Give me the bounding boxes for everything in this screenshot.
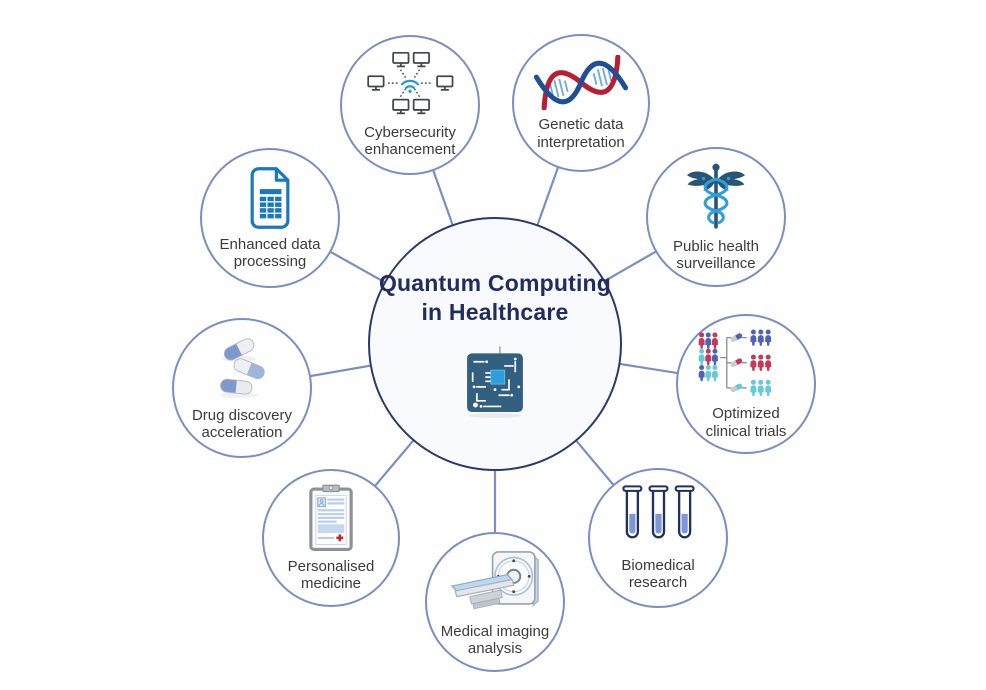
node-label: Optimized clinical trials [705, 405, 787, 440]
node-personalised-medicine: Personalised medicine [262, 469, 400, 607]
test-tubes-icon [621, 484, 695, 538]
spreadsheet-document-icon [250, 166, 290, 229]
node-biomedical-research: Biomedical research [588, 468, 728, 608]
node-enhanced-data-processing: Enhanced data processing [200, 148, 340, 288]
trial-groups-icon [698, 329, 772, 397]
ct-scanner-icon [450, 550, 539, 610]
node-cybersecurity-enhancement: Cybersecurity enhancement [340, 35, 480, 175]
computer-network-icon [367, 51, 454, 114]
node-label: Enhanced data processing [219, 235, 321, 270]
caduceus-icon [686, 163, 746, 229]
hub-node: Quantum Computing in Healthcare [368, 217, 622, 471]
node-public-health-surveillance: Public health surveillance [646, 147, 786, 287]
quantum-chip-icon [467, 346, 523, 419]
hub-title: Quantum Computing in Healthcare [378, 269, 612, 325]
node-label: Genetic data interpretation [537, 116, 625, 151]
medical-clipboard-icon [309, 484, 353, 551]
node-optimized-clinical-trials: Optimized clinical trials [676, 314, 816, 454]
node-label: Biomedical research [621, 556, 695, 591]
node-drug-discovery-acceleration: Drug discovery acceleration [172, 318, 312, 458]
capsule-pills-icon [220, 337, 265, 398]
dna-helix-icon [533, 55, 629, 111]
node-label: Personalised medicine [287, 557, 375, 592]
node-label: Medical imaging analysis [440, 622, 550, 657]
node-genetic-data-interpretation: Genetic data interpretation [512, 34, 650, 172]
node-medical-imaging-analysis: Medical imaging analysis [425, 532, 565, 672]
node-label: Drug discovery acceleration [191, 406, 293, 441]
node-label: Cybersecurity enhancement [364, 123, 456, 158]
node-label: Public health surveillance [673, 237, 759, 272]
